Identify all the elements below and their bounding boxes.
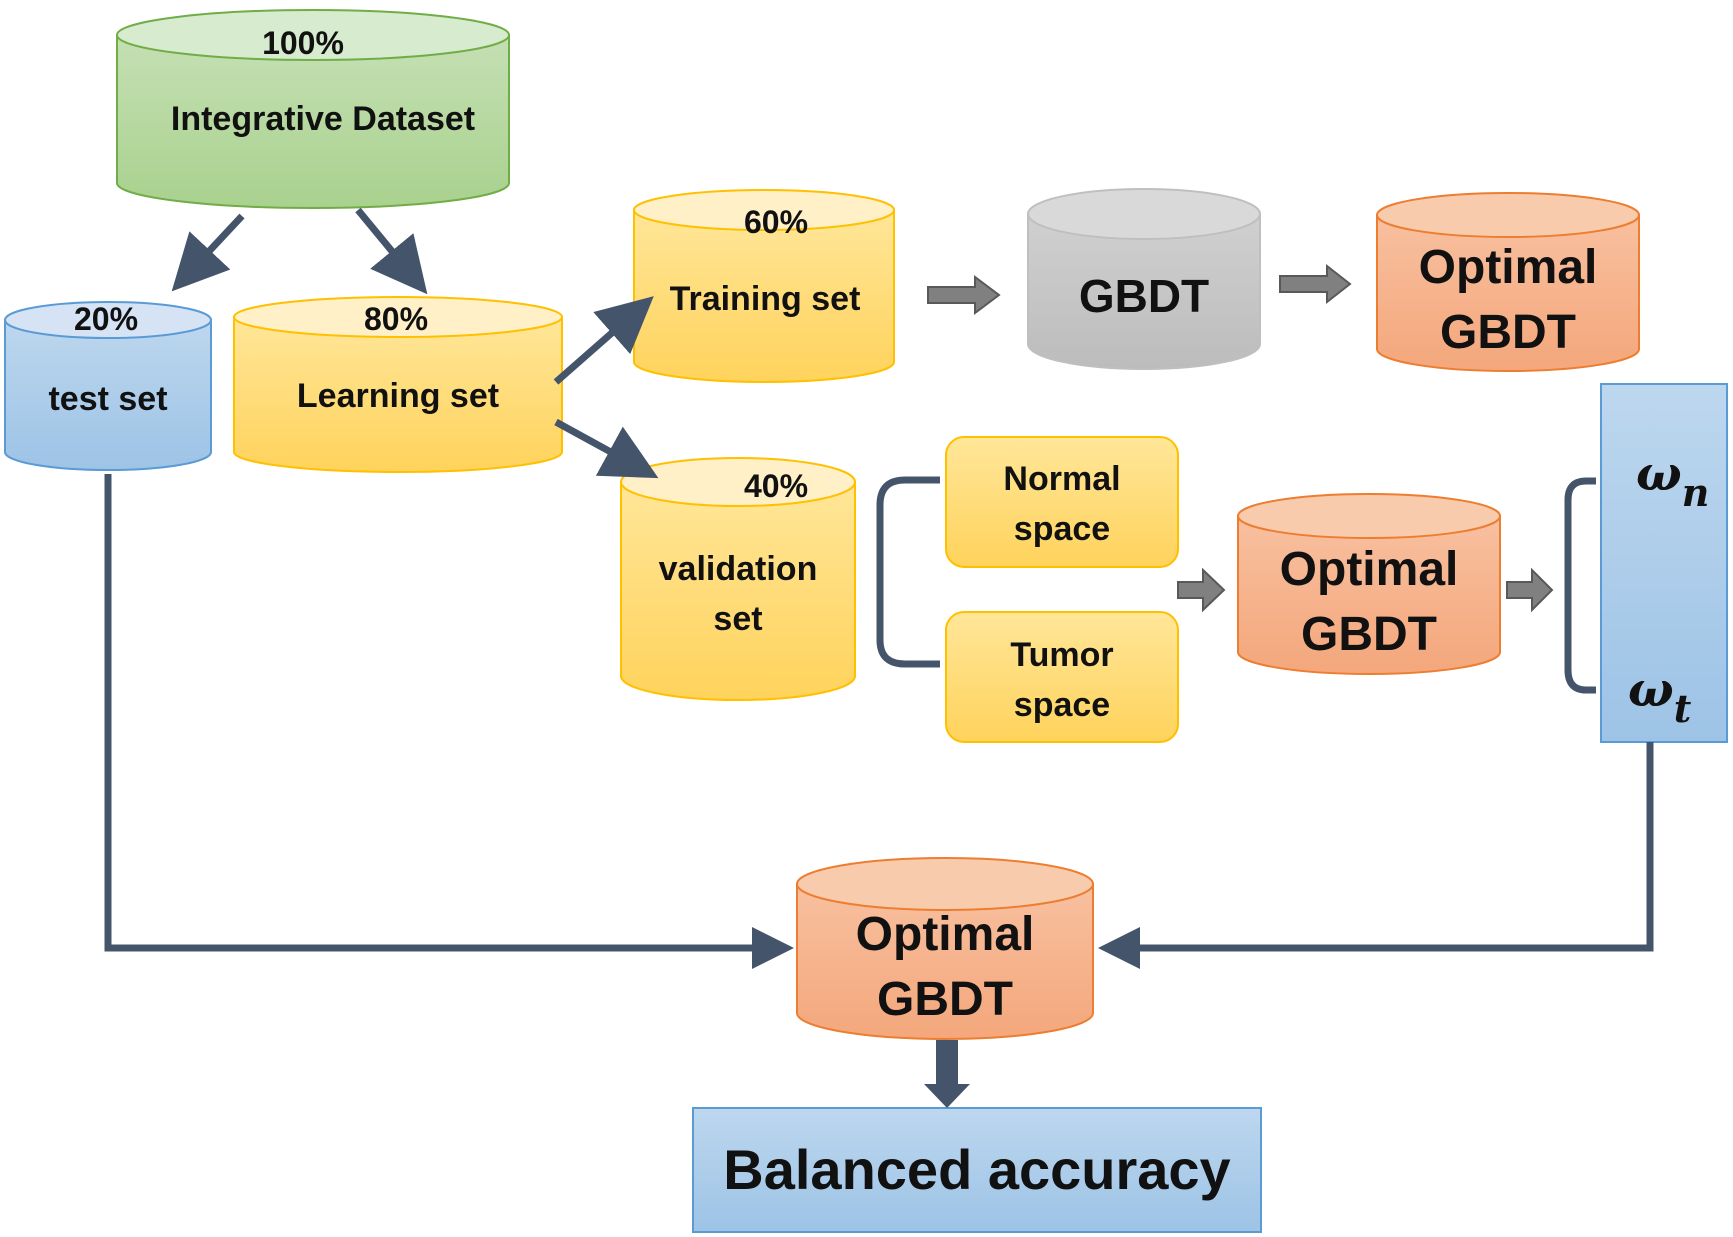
arrow-dataset-to-learning <box>355 207 428 295</box>
arrow-optimal-to-balanced <box>924 1040 970 1108</box>
weights-bracket <box>1564 477 1596 694</box>
omega-n-symbol: ω <box>1636 446 1682 502</box>
training-set-label: Training set <box>670 280 861 318</box>
svg-text:ωt: ωt <box>1628 662 1692 731</box>
validation-set-percent: 40% <box>744 468 808 504</box>
omega-t-subscript: t <box>1674 686 1692 731</box>
integrative-dataset-label: Integrative Dataset <box>171 100 475 138</box>
gbdt-label: GBDT <box>1079 270 1209 322</box>
optimal-gbdt-top-cylinder: Optimal GBDT <box>1376 192 1640 372</box>
optimal-gbdt-top-line1: Optimal <box>1419 241 1598 294</box>
svg-text:ωn: ωn <box>1636 446 1709 515</box>
balanced-accuracy-box: Balanced accuracy <box>692 1107 1262 1233</box>
training-set-percent: 60% <box>744 204 808 240</box>
optimal-gbdt-middle-line2: GBDT <box>1301 608 1437 661</box>
block-arrow-optimal-to-weights <box>1506 567 1554 613</box>
integrative-dataset-cylinder: 100% Integrative Dataset <box>116 9 510 209</box>
arrow-learning-to-training <box>553 296 654 385</box>
block-arrow-gbdt-to-optimal <box>1279 263 1352 305</box>
learning-set-cylinder: 80% Learning set <box>233 296 563 473</box>
weights-box: ωn ωt <box>1600 383 1728 743</box>
learning-set-percent: 80% <box>364 301 428 337</box>
tumor-space-line2: space <box>1014 686 1110 724</box>
test-set-percent: 20% <box>74 301 138 337</box>
normal-space-line2: space <box>1014 510 1110 548</box>
optimal-gbdt-middle-cylinder: Optimal GBDT <box>1237 493 1501 675</box>
normal-space-line1: Normal <box>1003 460 1120 498</box>
arrow-learning-to-validation <box>554 418 659 479</box>
arrow-test-to-optimal <box>104 474 794 969</box>
optimal-gbdt-bottom-cylinder: Optimal GBDT <box>796 857 1094 1040</box>
training-set-cylinder: 60% Training set <box>633 189 895 383</box>
validation-set-cylinder: 40% validation set <box>620 457 856 701</box>
tumor-space-line1: Tumor <box>1010 636 1113 674</box>
gbdt-cylinder: GBDT <box>1027 188 1261 370</box>
validation-space-bracket <box>876 476 940 668</box>
tumor-space-box: Tumor space <box>945 611 1179 743</box>
block-arrow-spaces-to-optimal <box>1177 567 1226 613</box>
optimal-gbdt-bottom-line1: Optimal <box>856 908 1035 961</box>
validation-set-label-line1: validation <box>659 550 818 588</box>
block-arrow-training-to-gbdt <box>927 275 1001 315</box>
balanced-accuracy-label: Balanced accuracy <box>723 1138 1230 1201</box>
arrow-dataset-to-test <box>171 213 245 292</box>
optimal-gbdt-bottom-line2: GBDT <box>877 973 1013 1026</box>
optimal-gbdt-top-line2: GBDT <box>1440 306 1576 359</box>
test-set-cylinder: 20% test set <box>4 301 212 471</box>
arrow-weights-to-optimal <box>1098 742 1654 969</box>
normal-space-box: Normal space <box>945 436 1179 568</box>
learning-set-label: Learning set <box>297 377 499 415</box>
optimal-gbdt-middle-line1: Optimal <box>1280 543 1459 596</box>
integrative-dataset-percent: 100% <box>262 25 344 61</box>
omega-n-subscript: n <box>1682 470 1710 515</box>
validation-set-label-line2: set <box>713 600 762 638</box>
omega-t-symbol: ω <box>1628 662 1674 718</box>
test-set-label: test set <box>48 380 167 418</box>
